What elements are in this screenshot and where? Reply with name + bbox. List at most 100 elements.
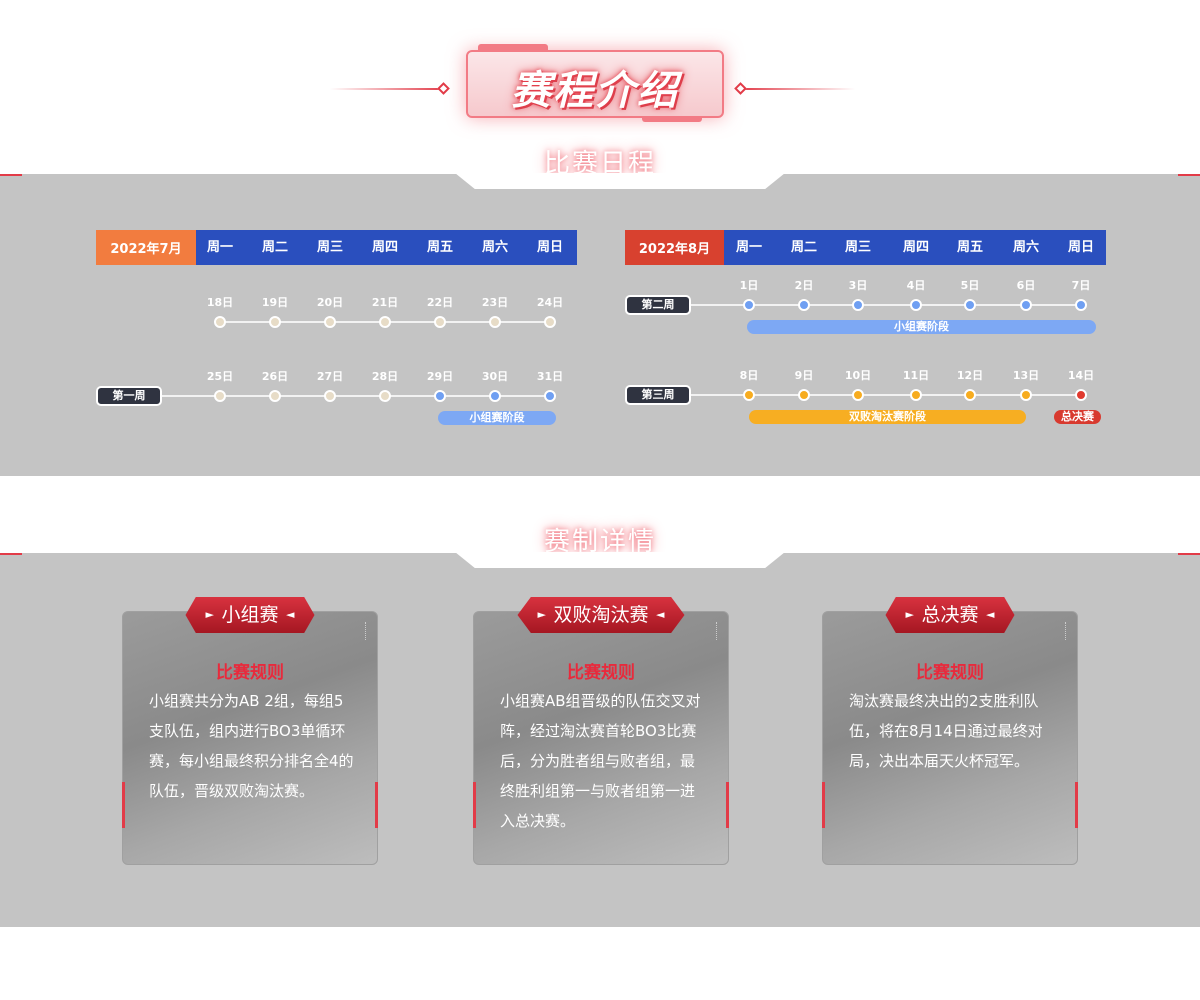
timeline-line xyxy=(690,304,1081,306)
date-label: 6日 xyxy=(1016,279,1036,292)
header-left-diamond xyxy=(437,82,450,95)
date-dot xyxy=(269,390,281,402)
group-stage-bar: 小组赛阶段 xyxy=(438,411,556,425)
calendar-header-august: 2022年8月 周一周二周三周四周五周六周日 xyxy=(625,230,1106,265)
date-label: 22日 xyxy=(426,296,454,309)
date-label: 24日 xyxy=(536,296,564,309)
panel-notch xyxy=(455,173,785,189)
date-dot xyxy=(964,389,976,401)
title-frame: 赛程介绍 xyxy=(466,44,724,122)
card-tick-right xyxy=(726,782,729,828)
card-rule-text: 小组赛AB组晋级的队伍交叉对阵，经过淘汰赛首轮BO3比赛后，分为胜者组与败者组，… xyxy=(500,692,701,830)
timeline-line xyxy=(690,394,1081,396)
month-label-july: 2022年7月 xyxy=(96,230,196,265)
card-tick-right xyxy=(375,782,378,828)
caret-left-icon: ◄ xyxy=(986,608,995,621)
weekday-label: 周日 xyxy=(536,240,563,255)
date-label: 30日 xyxy=(481,370,509,383)
date-dot xyxy=(489,390,501,402)
double-elimination-bar: 双败淘汰赛阶段 xyxy=(749,410,1026,424)
date-dot xyxy=(544,390,556,402)
card-rule-text: 小组赛共分为AB 2组，每组5支队伍，组内进行BO3单循环赛，每小组最终积分排名… xyxy=(149,692,354,800)
date-label: 14日 xyxy=(1067,369,1095,382)
card-tick-left xyxy=(473,782,476,828)
page-title: 赛程介绍 xyxy=(511,68,679,114)
card-rule-title: 比赛规则 xyxy=(216,663,284,683)
card-tick-right xyxy=(1075,782,1078,828)
card-decoration xyxy=(716,622,720,640)
calendar-header-july: 2022年7月 周一 周二 周三 周四 周五 周六 周日 xyxy=(96,230,577,265)
date-dot xyxy=(214,390,226,402)
date-label: 2日 xyxy=(794,279,814,292)
date-dot xyxy=(379,316,391,328)
weekday-label: 周六 xyxy=(481,240,508,255)
card-tick-left xyxy=(122,782,125,828)
weekday-label: 周四 xyxy=(902,240,929,255)
card-tick-left xyxy=(822,782,825,828)
card-tab: ► 小组赛 ◄ xyxy=(185,597,315,633)
date-label: 3日 xyxy=(848,279,868,292)
date-label: 21日 xyxy=(371,296,399,309)
date-label: 9日 xyxy=(794,369,814,382)
date-dot xyxy=(379,390,391,402)
panel-edge-left xyxy=(0,174,22,176)
card-tab-label: 小组赛 xyxy=(221,604,279,626)
card-body: 比赛规则 小组赛共分为AB 2组，每组5支队伍，组内进行BO3单循环赛，每小组最… xyxy=(122,611,378,865)
weekday-label: 周一 xyxy=(735,240,762,255)
date-label: 31日 xyxy=(536,370,564,383)
date-label: 10日 xyxy=(844,369,872,382)
date-label: 1日 xyxy=(739,279,759,292)
date-dot xyxy=(269,316,281,328)
date-dot xyxy=(798,389,810,401)
weekday-row-july: 周一 周二 周三 周四 周五 周六 周日 xyxy=(196,230,577,265)
timeline-line xyxy=(158,395,550,397)
card-rule-title: 比赛规则 xyxy=(567,663,635,683)
date-label: 20日 xyxy=(316,296,344,309)
date-label: 26日 xyxy=(261,370,289,383)
grand-final-card: 比赛规则 淘汰赛最终决出的2支胜利队伍，将在8月14日通过最终对局，决出本届天火… xyxy=(822,597,1078,865)
caret-left-icon: ◄ xyxy=(656,608,665,621)
date-dot xyxy=(489,316,501,328)
card-rule-text: 淘汰赛最终决出的2支胜利队伍，将在8月14日通过最终对局，决出本届天火杯冠军。 xyxy=(849,692,1043,770)
panel-edge-right xyxy=(1178,553,1200,555)
caret-right-icon: ► xyxy=(537,608,546,621)
header-right-line xyxy=(740,88,855,90)
card-decoration xyxy=(1065,622,1069,640)
panel-notch xyxy=(455,552,785,568)
header-right-diamond xyxy=(734,82,747,95)
card-body: 比赛规则 小组赛AB组晋级的队伍交叉对阵，经过淘汰赛首轮BO3比赛后，分为胜者组… xyxy=(473,611,729,865)
date-dot xyxy=(910,299,922,311)
date-dot xyxy=(852,389,864,401)
date-dot xyxy=(324,316,336,328)
panel-edge-right xyxy=(1178,174,1200,176)
card-body: 比赛规则 淘汰赛最终决出的2支胜利队伍，将在8月14日通过最终对局，决出本届天火… xyxy=(822,611,1078,865)
format-panel: 比赛规则 小组赛共分为AB 2组，每组5支队伍，组内进行BO3单循环赛，每小组最… xyxy=(0,552,1200,927)
weekday-label: 周二 xyxy=(261,240,288,255)
date-dot xyxy=(1075,389,1087,401)
date-label: 27日 xyxy=(316,370,344,383)
caret-right-icon: ► xyxy=(905,608,914,621)
grand-final-bar: 总决赛 xyxy=(1054,410,1101,424)
date-dot xyxy=(910,389,922,401)
weekday-label: 周五 xyxy=(426,240,453,255)
weekday-label: 周六 xyxy=(1012,240,1039,255)
weekday-label: 周四 xyxy=(371,240,398,255)
double-elimination-card: 比赛规则 小组赛AB组晋级的队伍交叉对阵，经过淘汰赛首轮BO3比赛后，分为胜者组… xyxy=(473,597,729,865)
week-label: 第二周 xyxy=(625,295,691,315)
weekday-label: 周三 xyxy=(316,240,343,255)
card-rule-title: 比赛规则 xyxy=(916,663,984,683)
weekday-label: 周一 xyxy=(206,240,233,255)
weekday-label: 周二 xyxy=(790,240,817,255)
caret-left-icon: ◄ xyxy=(286,608,295,621)
date-label: 4日 xyxy=(906,279,926,292)
weekday-label: 周三 xyxy=(844,240,871,255)
date-label: 13日 xyxy=(1012,369,1040,382)
card-tab-label: 双败淘汰赛 xyxy=(553,604,649,626)
date-label: 25日 xyxy=(206,370,234,383)
card-tab: ► 总决赛 ◄ xyxy=(885,597,1015,633)
date-label: 19日 xyxy=(261,296,289,309)
date-label: 5日 xyxy=(960,279,980,292)
month-label-august: 2022年8月 xyxy=(625,230,724,265)
page-header: 赛程介绍 xyxy=(0,0,1200,160)
group-stage-card: 比赛规则 小组赛共分为AB 2组，每组5支队伍，组内进行BO3单循环赛，每小组最… xyxy=(122,597,378,865)
